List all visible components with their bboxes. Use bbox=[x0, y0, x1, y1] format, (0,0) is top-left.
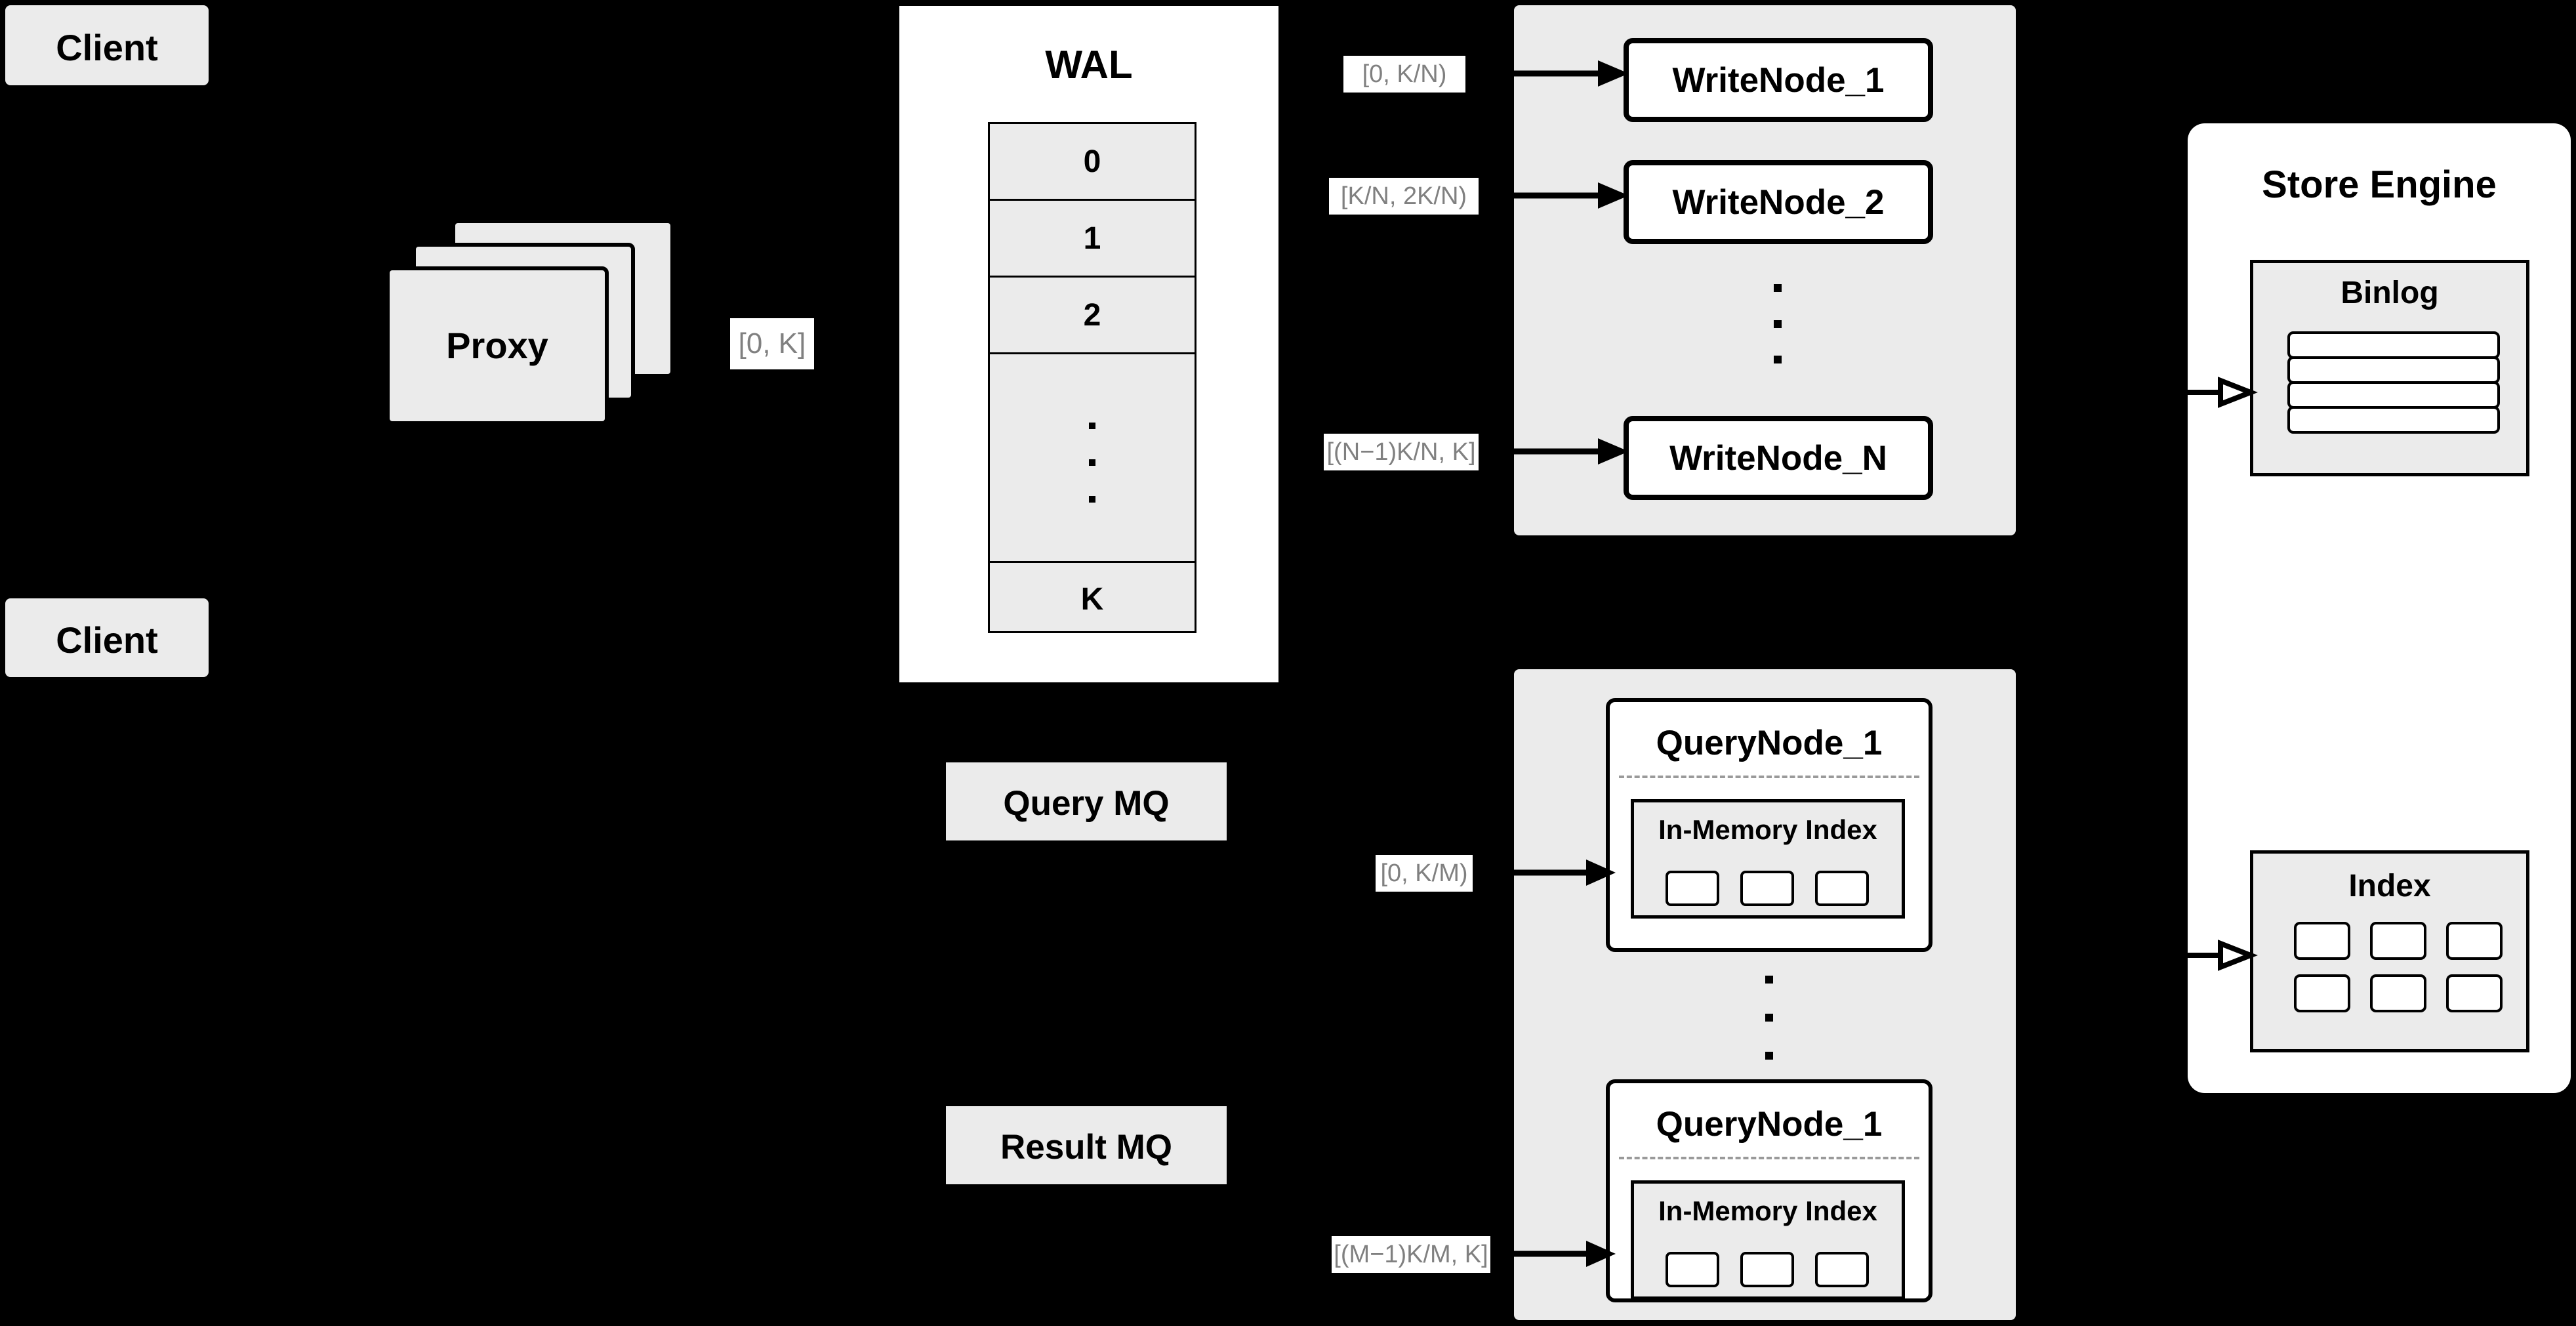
edge-label-query-node-1: [0, K/M) bbox=[1376, 855, 1473, 892]
query-node-1[interactable]: QueryNode_1 In-Memory Index bbox=[1606, 698, 1932, 952]
index-cell-4[interactable] bbox=[2294, 974, 2350, 1012]
query-node-1-index-slot-2[interactable] bbox=[1740, 871, 1794, 906]
result-mq-label: Result MQ bbox=[1000, 1128, 1173, 1167]
store-engine-panel: Store Engine Binlog Index bbox=[2188, 123, 2571, 1093]
index-title: Index bbox=[2348, 869, 2431, 903]
binlog-title: Binlog bbox=[2341, 276, 2439, 310]
query-group-ellipsis-dot-1 bbox=[1765, 976, 1773, 984]
write-node-2[interactable]: WriteNode_2 bbox=[1624, 160, 1933, 244]
query-node-2-divider bbox=[1619, 1157, 1919, 1159]
wal-ellipsis-dot-2 bbox=[1089, 459, 1095, 466]
arrow-to-index bbox=[2188, 940, 2258, 971]
wal-row-ellipsis bbox=[990, 354, 1195, 563]
binlog-bar-3[interactable] bbox=[2287, 381, 2500, 409]
binlog-bar-1[interactable] bbox=[2287, 331, 2500, 359]
wal-row-list: 0 1 2 K bbox=[988, 122, 1196, 633]
query-group-ellipsis-dot-3 bbox=[1765, 1052, 1773, 1060]
binlog-panel: Binlog bbox=[2250, 260, 2529, 476]
arrow-to-write-node-2 bbox=[1514, 182, 1629, 209]
wal-row-0: 0 bbox=[990, 124, 1195, 201]
client-label-1: Client bbox=[56, 27, 158, 68]
client-label-2: Client bbox=[56, 619, 158, 661]
query-node-2-index-panel: In-Memory Index bbox=[1631, 1180, 1905, 1300]
edge-label-query-node-2: [(M−1)K/M, K] bbox=[1332, 1236, 1490, 1273]
query-node-group: QueryNode_1 In-Memory Index QueryNode_1 … bbox=[1514, 669, 2016, 1320]
store-engine-title: Store Engine bbox=[2262, 163, 2497, 206]
query-node-1-index-slot-3[interactable] bbox=[1815, 871, 1869, 906]
binlog-bar-2[interactable] bbox=[2287, 356, 2500, 384]
query-mq-label: Query MQ bbox=[1003, 784, 1170, 823]
query-node-2-index-slot-3[interactable] bbox=[1815, 1252, 1869, 1287]
write-group-ellipsis-dot-2 bbox=[1774, 320, 1782, 328]
arrow-to-query-node-1 bbox=[1514, 860, 1616, 886]
proxy-label: Proxy bbox=[446, 325, 548, 366]
edge-label-write-node-2: [K/N, 2K/N) bbox=[1329, 178, 1479, 215]
write-node-group: WriteNode_1 WriteNode_2 WriteNode_N bbox=[1514, 5, 2016, 535]
index-cell-1[interactable] bbox=[2294, 922, 2350, 960]
index-cell-5[interactable] bbox=[2370, 974, 2426, 1012]
wal-panel: WAL 0 1 2 K bbox=[895, 2, 1282, 686]
wal-row-2: 2 bbox=[990, 278, 1195, 354]
query-group-ellipsis-dot-2 bbox=[1765, 1014, 1773, 1022]
proxy-card-front[interactable]: Proxy bbox=[386, 266, 609, 425]
index-cell-3[interactable] bbox=[2446, 922, 2503, 960]
wal-ellipsis-dot-1 bbox=[1089, 423, 1095, 429]
edge-label-write-node-n: [(N−1)K/N, K] bbox=[1324, 434, 1479, 470]
arrow-to-write-node-1 bbox=[1514, 60, 1629, 87]
client-box-1[interactable]: Client bbox=[5, 5, 209, 85]
write-node-1[interactable]: WriteNode_1 bbox=[1624, 38, 1933, 122]
write-group-ellipsis-dot-1 bbox=[1774, 284, 1782, 292]
query-node-1-index-slot-1[interactable] bbox=[1666, 871, 1719, 906]
edge-label-write-node-1: [0, K/N) bbox=[1343, 56, 1465, 93]
query-node-2[interactable]: QueryNode_1 In-Memory Index bbox=[1606, 1079, 1932, 1302]
query-node-1-title: QueryNode_1 bbox=[1656, 724, 1883, 762]
write-node-n[interactable]: WriteNode_N bbox=[1624, 416, 1933, 500]
query-node-2-title: QueryNode_1 bbox=[1656, 1105, 1883, 1144]
arrow-to-write-node-n bbox=[1514, 438, 1629, 465]
wal-row-1: 1 bbox=[990, 201, 1195, 278]
query-node-2-index-slot-2[interactable] bbox=[1740, 1252, 1794, 1287]
wal-title: WAL bbox=[1045, 43, 1133, 87]
query-node-2-index-title: In-Memory Index bbox=[1658, 1195, 1877, 1226]
edge-label-proxy-range: [0, K] bbox=[730, 318, 814, 369]
query-node-1-divider bbox=[1619, 776, 1919, 778]
write-group-ellipsis-dot-3 bbox=[1774, 356, 1782, 363]
index-cell-6[interactable] bbox=[2446, 974, 2503, 1012]
query-node-2-index-slot-1[interactable] bbox=[1666, 1252, 1719, 1287]
query-node-1-index-panel: In-Memory Index bbox=[1631, 799, 1905, 919]
wal-ellipsis-dot-3 bbox=[1089, 496, 1095, 503]
index-cell-2[interactable] bbox=[2370, 922, 2426, 960]
query-mq-box[interactable]: Query MQ bbox=[946, 762, 1227, 840]
arrow-to-binlog bbox=[2188, 377, 2258, 408]
wal-row-k: K bbox=[1080, 581, 1104, 617]
binlog-bar-4[interactable] bbox=[2287, 406, 2500, 434]
result-mq-box[interactable]: Result MQ bbox=[946, 1106, 1227, 1184]
arrow-to-query-node-2 bbox=[1514, 1241, 1616, 1267]
query-node-1-index-title: In-Memory Index bbox=[1658, 814, 1877, 845]
index-panel: Index bbox=[2250, 850, 2529, 1052]
client-box-2[interactable]: Client bbox=[5, 598, 209, 677]
